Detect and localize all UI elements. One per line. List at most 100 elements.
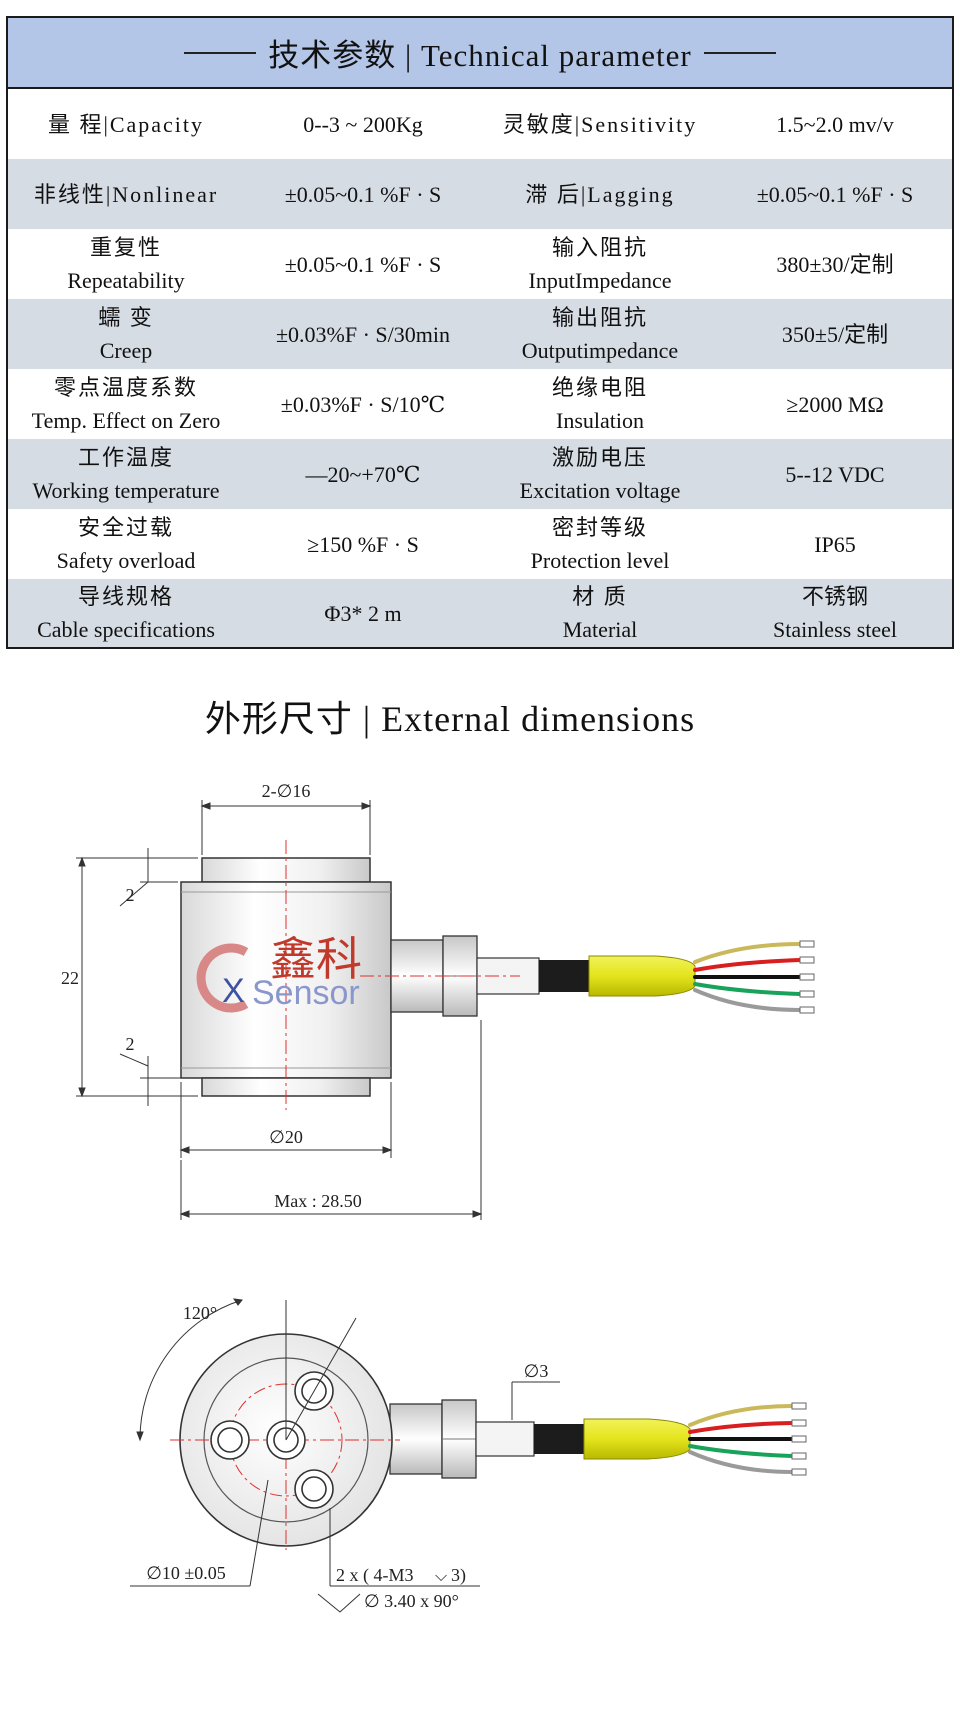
dim-step-top: 2 [126, 885, 135, 905]
logo-x: X [222, 972, 245, 1010]
param-label-cn: 重复性 [89, 235, 162, 260]
param-value-text: —20~+70℃ [305, 461, 421, 487]
param-label-2: 滞 后|Lagging [482, 159, 718, 229]
param-value: Φ3* 2 m [244, 579, 482, 647]
param-label: 量 程|Capacity [8, 89, 244, 159]
param-value: 0--3 ~ 200Kg [244, 89, 482, 159]
param-value-text: Φ3* 2 m [324, 600, 402, 626]
param-label-2-en: Protection level [530, 548, 670, 573]
param-value-2: 1.5~2.0 mv/v [718, 89, 952, 159]
param-label-2-cn: 材 质 [572, 584, 628, 609]
param-value: ±0.03%F · S/10℃ [244, 369, 482, 439]
param-value-text: ≥150 %F · S [307, 531, 419, 557]
param-label-2: 密封等级 Protection level [482, 509, 718, 579]
param-label-en: Repeatability [67, 268, 185, 293]
param-label-2-en: InputImpedance [528, 268, 672, 293]
param-value-2-text: 1.5~2.0 mv/v [776, 111, 894, 137]
param-value-2-text: ±0.05~0.1 %F · S [756, 181, 914, 207]
param-label-2: 输出阻抗 Outputimpedance [482, 299, 718, 369]
param-label-2: 灵敏度|Sensitivity [482, 89, 718, 159]
logo-arc [196, 943, 249, 1013]
dim-hole-depth: 3) [451, 1565, 466, 1586]
param-value-2-text: IP65 [814, 531, 856, 557]
dim-height: 22 [61, 968, 79, 988]
param-label-2-en: Excitation voltage [519, 478, 681, 503]
param-label-2: 激励电压 Excitation voltage [482, 439, 718, 509]
header-rule-right [703, 51, 776, 54]
bottom-view: 120° ∅3 ∅10 ±0.05 2 x ( 4-M3 ⌵ 3) ∅ 3.40… [130, 1298, 807, 1613]
param-label-cn: 量 程|Capacity [47, 111, 205, 137]
spec-row: 导线规格 Cable specifications Φ3* 2 m 材 质 Materi… [8, 579, 952, 647]
param-value-2: 350±5/定制 [718, 299, 952, 369]
param-value-2-text: ≥2000 MΩ [786, 391, 884, 417]
param-label-en: Safety overload [56, 548, 196, 573]
param-value-2-text: 5--12 VDC [785, 461, 885, 487]
param-label-cn: 导线规格 [77, 584, 174, 609]
param-label-2-en: Outputimpedance [521, 338, 679, 363]
param-value-2: ±0.05~0.1 %F · S [718, 159, 952, 229]
dim-angle: 120° [183, 1303, 217, 1323]
param-label-cn: 安全过载 [77, 515, 174, 540]
bottom-cable-wires [688, 1404, 794, 1474]
param-label-2-cn: 滞 后|Lagging [525, 181, 675, 207]
param-value-2: 不锈钢 Stainless steel [718, 579, 952, 647]
param-value: ≥150 %F · S [244, 509, 482, 579]
param-value-2: 5--12 VDC [718, 439, 952, 509]
param-value: —20~+70℃ [244, 439, 482, 509]
spec-table-header: 技术参数 | Technical parameter [8, 18, 952, 89]
param-label: 安全过载 Safety overload [8, 509, 244, 579]
param-label-2-cn: 绝缘电阻 [551, 375, 648, 400]
spec-rows: 量 程|Capacity 0--3 ~ 200Kg 灵敏度|Sensitivity 1… [8, 89, 952, 647]
cable-sleeve [588, 955, 696, 997]
param-value-2: ≥2000 MΩ [718, 369, 952, 439]
dim-cable-diameter: ∅3 [524, 1361, 549, 1381]
dim-chamfer: ∅ 3.40 x 90° [364, 1591, 459, 1611]
param-label-2: 材 质 Material [482, 579, 718, 647]
spec-row: 安全过载 Safety overload ≥150 %F · S 密封等级 Protec… [8, 509, 952, 579]
param-label-en: Cable specifications [37, 617, 215, 642]
param-value-text: ±0.03%F · S/10℃ [280, 391, 446, 417]
param-label-2-cn: 激励电压 [551, 445, 648, 470]
spec-row: 量 程|Capacity 0--3 ~ 200Kg 灵敏度|Sensitivity 1… [8, 89, 952, 159]
param-label-2: 绝缘电阻 Insulation [482, 369, 718, 439]
param-label-2-cn: 密封等级 [551, 515, 648, 540]
param-label-2-en: Insulation [556, 408, 644, 433]
param-value-2-text: 不锈钢 [801, 584, 868, 609]
param-value-2-extra: Stainless steel [772, 617, 898, 642]
dim-top-diameter: 2-∅16 [262, 781, 311, 801]
bottom-cable-sleeve [583, 1418, 691, 1460]
param-label-cn: 零点温度系数 [53, 375, 198, 400]
logo-sensor: Sensor [252, 974, 360, 1012]
side-view: 鑫科 X Sensor [61, 781, 815, 1220]
param-label-2-cn: 灵敏度|Sensitivity [502, 111, 698, 137]
bottom-cable-black [534, 1424, 584, 1454]
param-label-2-cn: 输出阻抗 [551, 305, 648, 330]
logo-cn: 鑫科 [270, 932, 362, 986]
param-label-cn: 蠕 变 [98, 305, 154, 330]
param-value-text: 0--3 ~ 200Kg [303, 111, 423, 137]
param-label: 零点温度系数 Temp. Effect on Zero [8, 369, 244, 439]
dim-max-length: Max : 28.50 [274, 1191, 362, 1211]
param-label-en: Temp. Effect on Zero [31, 408, 221, 433]
param-value-text: ±0.03%F · S/30min [275, 321, 451, 347]
brand-logo: 鑫科 X Sensor [196, 932, 362, 1013]
dim-pitch-diameter: ∅10 ±0.05 [146, 1563, 226, 1583]
cable-black [539, 960, 589, 992]
spec-row: 零点温度系数 Temp. Effect on Zero ±0.03%F · S/10… [8, 369, 952, 439]
param-label-cn: 非线性|Nonlinear [33, 181, 219, 207]
param-label: 非线性|Nonlinear [8, 159, 244, 229]
param-value-text: ±0.05~0.1 %F · S [284, 251, 442, 277]
cable-wires [693, 942, 802, 1012]
param-label-2-en: Material [562, 617, 638, 642]
dim-hole-spec: 2 x ( 4-M3 [336, 1565, 414, 1586]
param-value-2: IP65 [718, 509, 952, 579]
depth-symbol-icon: ⌵ [435, 1566, 447, 1585]
param-label-cn: 工作温度 [77, 445, 174, 470]
spec-table-title: 技术参数 | Technical parameter [268, 38, 692, 73]
param-value-2-text: 380±30/定制 [776, 251, 894, 277]
dim-step-bottom: 2 [126, 1034, 135, 1054]
